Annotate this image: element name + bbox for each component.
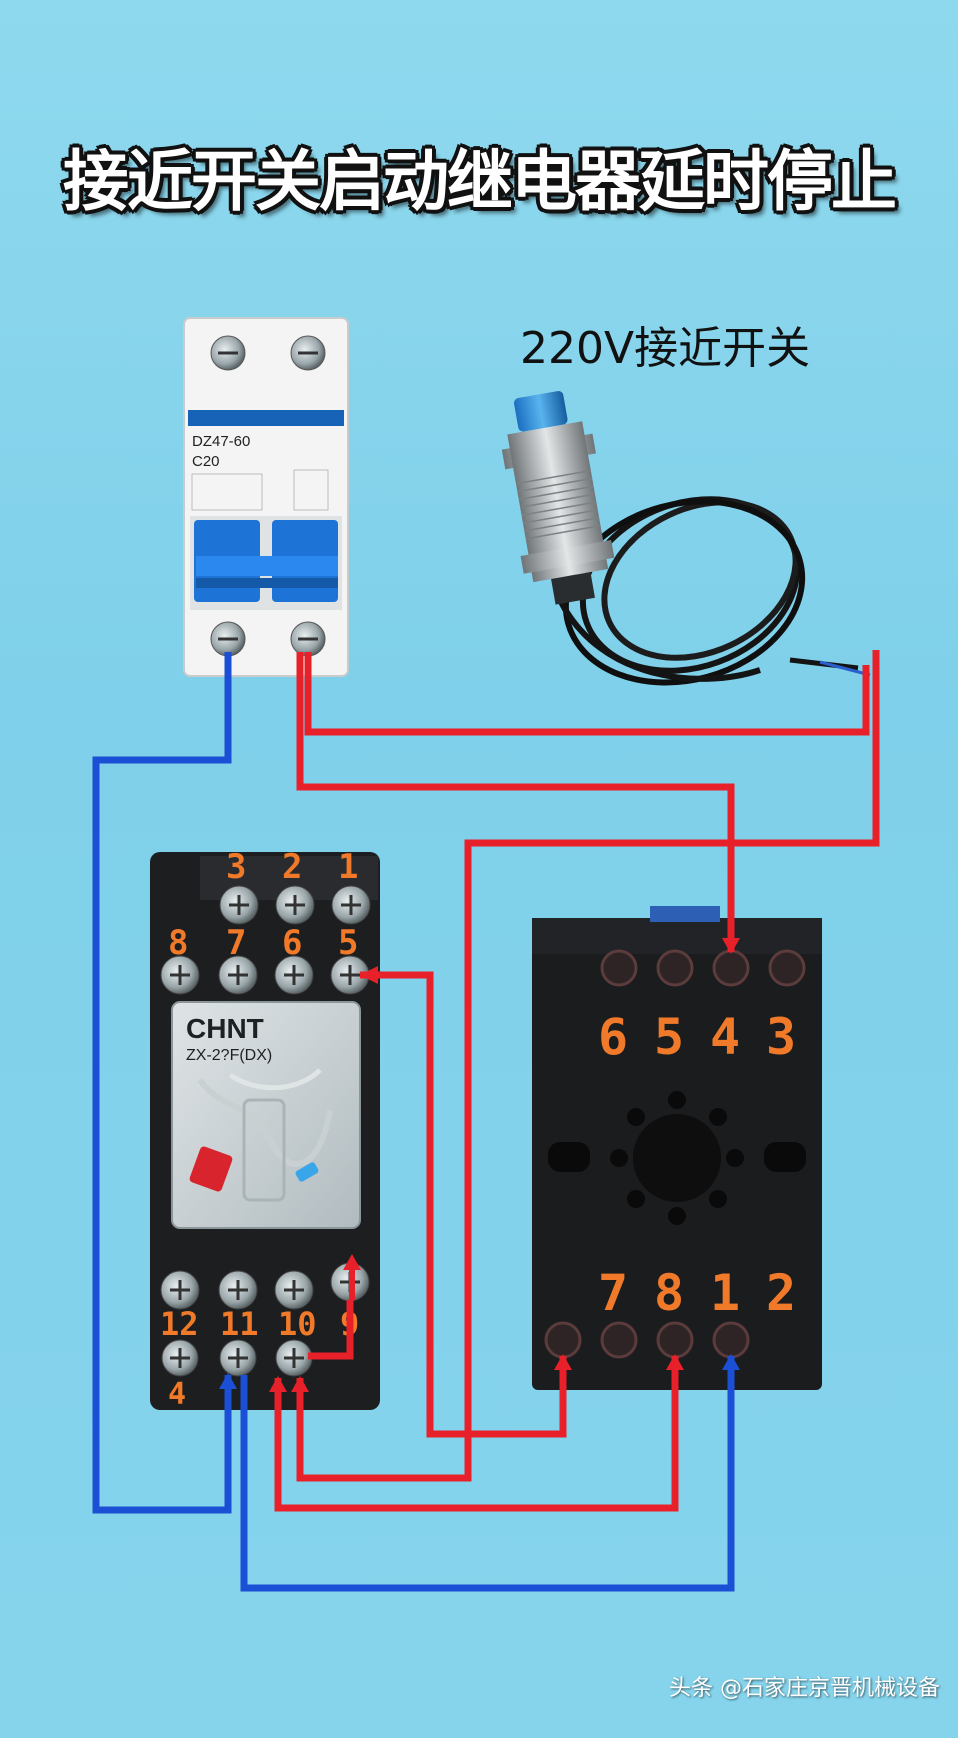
wire-arrowheads bbox=[269, 938, 740, 1392]
proximity-switch-label: 220V接近开关 bbox=[520, 323, 811, 374]
arrow-socket-pin7 bbox=[554, 1354, 572, 1370]
sensor-blue-cap bbox=[513, 391, 568, 432]
wire-breaker-to-sensor bbox=[304, 652, 870, 736]
arrow-relay-pin5 bbox=[360, 966, 378, 984]
relay-pin-4: 4 bbox=[168, 1377, 186, 1412]
wire-socket1-loop bbox=[274, 1356, 679, 1512]
arrow-relay-pin9 bbox=[343, 1254, 361, 1270]
relay-brand: CHNT bbox=[186, 1013, 264, 1044]
wire-neutral-to-socket2 bbox=[240, 1356, 735, 1592]
breaker-brand: CHNT bbox=[190, 411, 232, 428]
intermediate-relay: 3 2 1 8 7 6 5 CHNT ZX-2?F(DX) bbox=[150, 847, 380, 1412]
relay-pin-2: 2 bbox=[282, 847, 302, 887]
arrow-relay-coil bbox=[291, 1376, 309, 1392]
relay-top-screws-row2 bbox=[160, 955, 370, 995]
breaker-rating: C20 bbox=[192, 453, 220, 470]
wire-breaker-to-socket-pin4 bbox=[296, 652, 735, 952]
proximity-switch bbox=[501, 391, 871, 686]
socket-pin-1: 1 bbox=[710, 1264, 740, 1322]
relay-pin-12: 12 bbox=[160, 1305, 199, 1343]
socket-pin-5: 5 bbox=[654, 1008, 684, 1066]
relay-red-indicator bbox=[189, 1146, 233, 1192]
socket-pin-2: 2 bbox=[766, 1264, 796, 1322]
relay-pin-1: 1 bbox=[338, 847, 358, 887]
breaker-model: DZ47-60 bbox=[192, 433, 250, 450]
socket-center-hole bbox=[633, 1114, 721, 1202]
circuit-breaker: CHNT DZ47-60 C20 bbox=[183, 317, 349, 677]
socket-pin-8: 8 bbox=[654, 1264, 684, 1322]
relay-pin-5: 5 bbox=[338, 923, 358, 963]
diagram-title: 接近开关启动继电器延时停止 bbox=[63, 143, 897, 220]
watermark: 头条 @石家庄京晋机械设备 bbox=[669, 1676, 940, 1701]
socket-pin-3: 3 bbox=[766, 1008, 796, 1066]
socket-pin-4: 4 bbox=[710, 1008, 740, 1066]
timer-relay-socket: 6 5 4 3 7 8 1 2 bbox=[532, 906, 822, 1390]
wire-neutral-left bbox=[92, 652, 232, 1514]
arrow-socket-pin1 bbox=[666, 1354, 684, 1370]
wire-relay5-to-socket7 bbox=[360, 971, 567, 1438]
relay-bottom-screws-row2 bbox=[161, 1339, 313, 1377]
relay-pin-8: 8 bbox=[168, 923, 188, 963]
relay-pin-7: 7 bbox=[226, 923, 246, 963]
relay-pin-11: 11 bbox=[220, 1305, 259, 1343]
wire-relay9-bridge bbox=[308, 1300, 354, 1360]
relay-pin-3: 3 bbox=[226, 847, 246, 887]
arrow-relay-pin10 bbox=[269, 1376, 287, 1392]
relay-top-screws-row1 bbox=[219, 885, 371, 925]
relay-model: ZX-2?F(DX) bbox=[186, 1047, 272, 1064]
arrow-socket-pin4 bbox=[722, 938, 740, 954]
socket-pin-7: 7 bbox=[598, 1264, 628, 1322]
wire-sensor-to-relay-coil bbox=[296, 650, 880, 1482]
relay-pin-6: 6 bbox=[282, 923, 302, 963]
wire-arrowheads-blue bbox=[219, 1354, 740, 1389]
socket-pin-6: 6 bbox=[598, 1008, 628, 1066]
neutral-wires bbox=[92, 652, 735, 1592]
relay-pin-10: 10 bbox=[278, 1305, 317, 1343]
